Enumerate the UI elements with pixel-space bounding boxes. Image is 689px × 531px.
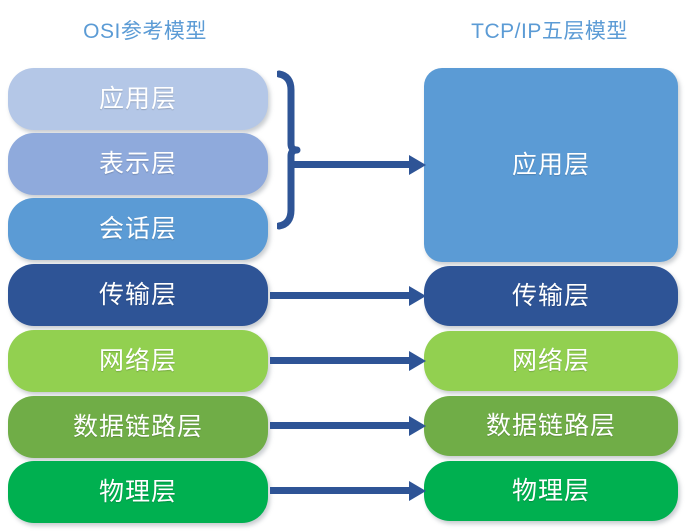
osi-layer-transport-label: 传输层: [98, 280, 177, 309]
osi-layer-data-link-label: 数据链路层: [72, 412, 203, 441]
osi-layer-session-label: 会话层: [98, 214, 177, 243]
osi-layer-network-label: 网络层: [98, 346, 177, 375]
osi-layer-presentation[interactable]: 表示层: [8, 133, 268, 195]
tcpip-layer-network-label: 网络层: [511, 346, 590, 375]
connector-line-application: [292, 161, 417, 168]
tcpip-layer-application-label: 应用层: [511, 150, 590, 179]
connector-arrowhead-network: [409, 351, 426, 371]
tcpip-layer-data-link-label: 数据链路层: [485, 411, 616, 440]
osi-layer-physical-label: 物理层: [98, 477, 177, 506]
osi-column-title: OSI参考模型: [83, 20, 207, 43]
connector-arrowhead-transport: [409, 286, 426, 306]
tcpip-layer-application[interactable]: 应用层: [424, 68, 678, 262]
connector-line-data-link: [270, 422, 417, 429]
tcpip-layer-transport-label: 传输层: [511, 281, 590, 310]
tcpip-layer-transport[interactable]: 传输层: [424, 266, 678, 326]
grouping-brace-icon: [277, 70, 301, 230]
connector-line-physical: [270, 487, 417, 494]
osi-layer-application-label: 应用层: [98, 84, 177, 113]
connector-line-network: [270, 357, 417, 364]
tcpip-layer-physical-label: 物理层: [511, 476, 590, 505]
osi-layer-physical[interactable]: 物理层: [8, 461, 268, 523]
connector-arrowhead-application: [409, 155, 426, 175]
osi-layer-data-link[interactable]: 数据链路层: [8, 396, 268, 458]
osi-layer-presentation-label: 表示层: [98, 149, 177, 178]
tcpip-layer-physical[interactable]: 物理层: [424, 461, 678, 521]
tcpip-column-title: TCP/IP五层模型: [471, 20, 628, 43]
tcpip-layer-network[interactable]: 网络层: [424, 331, 678, 391]
tcpip-layer-data-link[interactable]: 数据链路层: [424, 396, 678, 456]
connector-arrowhead-physical: [409, 481, 426, 501]
osi-layer-application[interactable]: 应用层: [8, 68, 268, 130]
connector-arrowhead-data-link: [409, 416, 426, 436]
osi-layer-transport[interactable]: 传输层: [8, 264, 268, 326]
osi-layer-session[interactable]: 会话层: [8, 198, 268, 260]
connector-line-transport: [270, 292, 417, 299]
osi-layer-network[interactable]: 网络层: [8, 330, 268, 392]
